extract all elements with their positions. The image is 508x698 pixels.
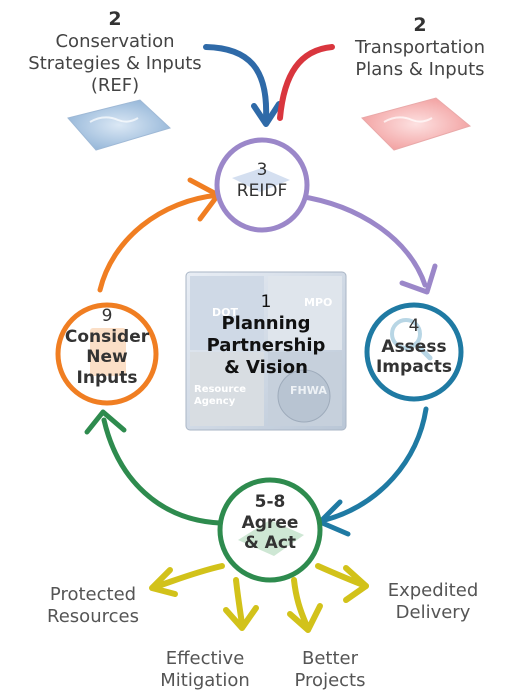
center-line-3: & Vision bbox=[224, 356, 308, 378]
transportation-line-1: Transportation bbox=[355, 37, 485, 59]
tile-resource-line-1: Resource bbox=[194, 384, 247, 395]
step-assess-line-2: Impacts bbox=[375, 357, 452, 378]
outcome-delivery-line-1: Expedited bbox=[387, 580, 479, 601]
agree-to-consider-arrow bbox=[101, 417, 223, 526]
conservation-line-1: Conservation bbox=[55, 31, 175, 53]
tile-fhwa-label: FHWA bbox=[290, 384, 327, 397]
magnifier-icon bbox=[390, 318, 433, 361]
center-line-2: Partnership bbox=[206, 334, 326, 356]
outcome-protected-resources: Protected Resources bbox=[18, 584, 168, 628]
consider-to-reidf-arrow bbox=[97, 192, 223, 293]
transportation-input-number: 2 bbox=[413, 14, 427, 36]
conservation-input-label: 2 Conservation Strategies & Inputs (REF) bbox=[20, 8, 210, 97]
step-reidf-number: 3 bbox=[256, 160, 268, 180]
step-reidf-label: 3 REIDF bbox=[217, 160, 307, 201]
outcome-better-projects: Better Projects bbox=[270, 648, 390, 692]
outcome-protected-line-1: Protected bbox=[49, 584, 137, 605]
step-agree-line-1: Agree bbox=[241, 512, 299, 533]
handshake-icon bbox=[238, 520, 304, 556]
step-assess-label: 4 Assess Impacts bbox=[369, 316, 459, 378]
conservation-input-number: 2 bbox=[108, 8, 122, 30]
outcome-arrows bbox=[149, 563, 369, 633]
outcome-expedited-delivery: Expedited Delivery bbox=[368, 580, 498, 624]
step-consider-line-2: New bbox=[86, 347, 128, 368]
map-icon-reidf bbox=[232, 168, 290, 192]
conservation-line-3: (REF) bbox=[90, 75, 140, 97]
step-assess-number: 4 bbox=[408, 316, 420, 336]
outcome-mitigation-line-1: Effective bbox=[165, 648, 245, 669]
document-icon bbox=[90, 328, 126, 376]
step-agree-number: 5-8 bbox=[254, 492, 286, 512]
outcome-projects-line-2: Projects bbox=[294, 669, 366, 691]
outcome-effective-mitigation: Effective Mitigation bbox=[140, 648, 270, 692]
conservation-line-2: Strategies & Inputs bbox=[28, 53, 202, 75]
map-icon-blue bbox=[67, 99, 171, 151]
assess-to-agree-arrow bbox=[322, 406, 429, 523]
step-agree-label: 5-8 Agree & Act bbox=[225, 492, 315, 554]
step-assess-line-1: Assess bbox=[381, 336, 447, 357]
step-agree-line-2: & Act bbox=[243, 533, 297, 554]
center-number: 1 bbox=[260, 292, 272, 312]
step-consider-number: 9 bbox=[101, 306, 113, 326]
step-reidf-text: REIDF bbox=[236, 180, 288, 201]
transportation-input-label: 2 Transportation Plans & Inputs bbox=[340, 14, 500, 81]
center-line-1: Planning bbox=[221, 312, 311, 334]
planning-partnership-image bbox=[185, 271, 347, 431]
outcome-projects-line-1: Better bbox=[301, 648, 358, 669]
step-consider-label: 9 Consider New Inputs bbox=[57, 306, 157, 389]
tile-resource-label: Resource Agency bbox=[194, 384, 246, 407]
transportation-line-2: Plans & Inputs bbox=[355, 59, 485, 81]
outcome-protected-line-2: Resources bbox=[47, 605, 139, 627]
step-assess-circle bbox=[364, 302, 464, 402]
reidf-to-assess-arrow bbox=[295, 193, 428, 288]
center-label: 1 Planning Partnership & Vision bbox=[196, 292, 336, 379]
step-consider-line-1: Consider bbox=[64, 326, 150, 347]
tile-dot-label: DOT bbox=[212, 306, 238, 319]
conservation-arrow bbox=[203, 44, 270, 121]
tile-mpo-label: MPO bbox=[304, 296, 333, 309]
transportation-arrow bbox=[277, 44, 335, 121]
tile-resource-line-2: Agency bbox=[194, 395, 236, 407]
outcome-mitigation-line-2: Mitigation bbox=[160, 669, 250, 691]
step-consider-line-3: Inputs bbox=[76, 368, 138, 389]
map-icon-red bbox=[361, 97, 472, 151]
outcome-delivery-line-2: Delivery bbox=[395, 601, 471, 623]
